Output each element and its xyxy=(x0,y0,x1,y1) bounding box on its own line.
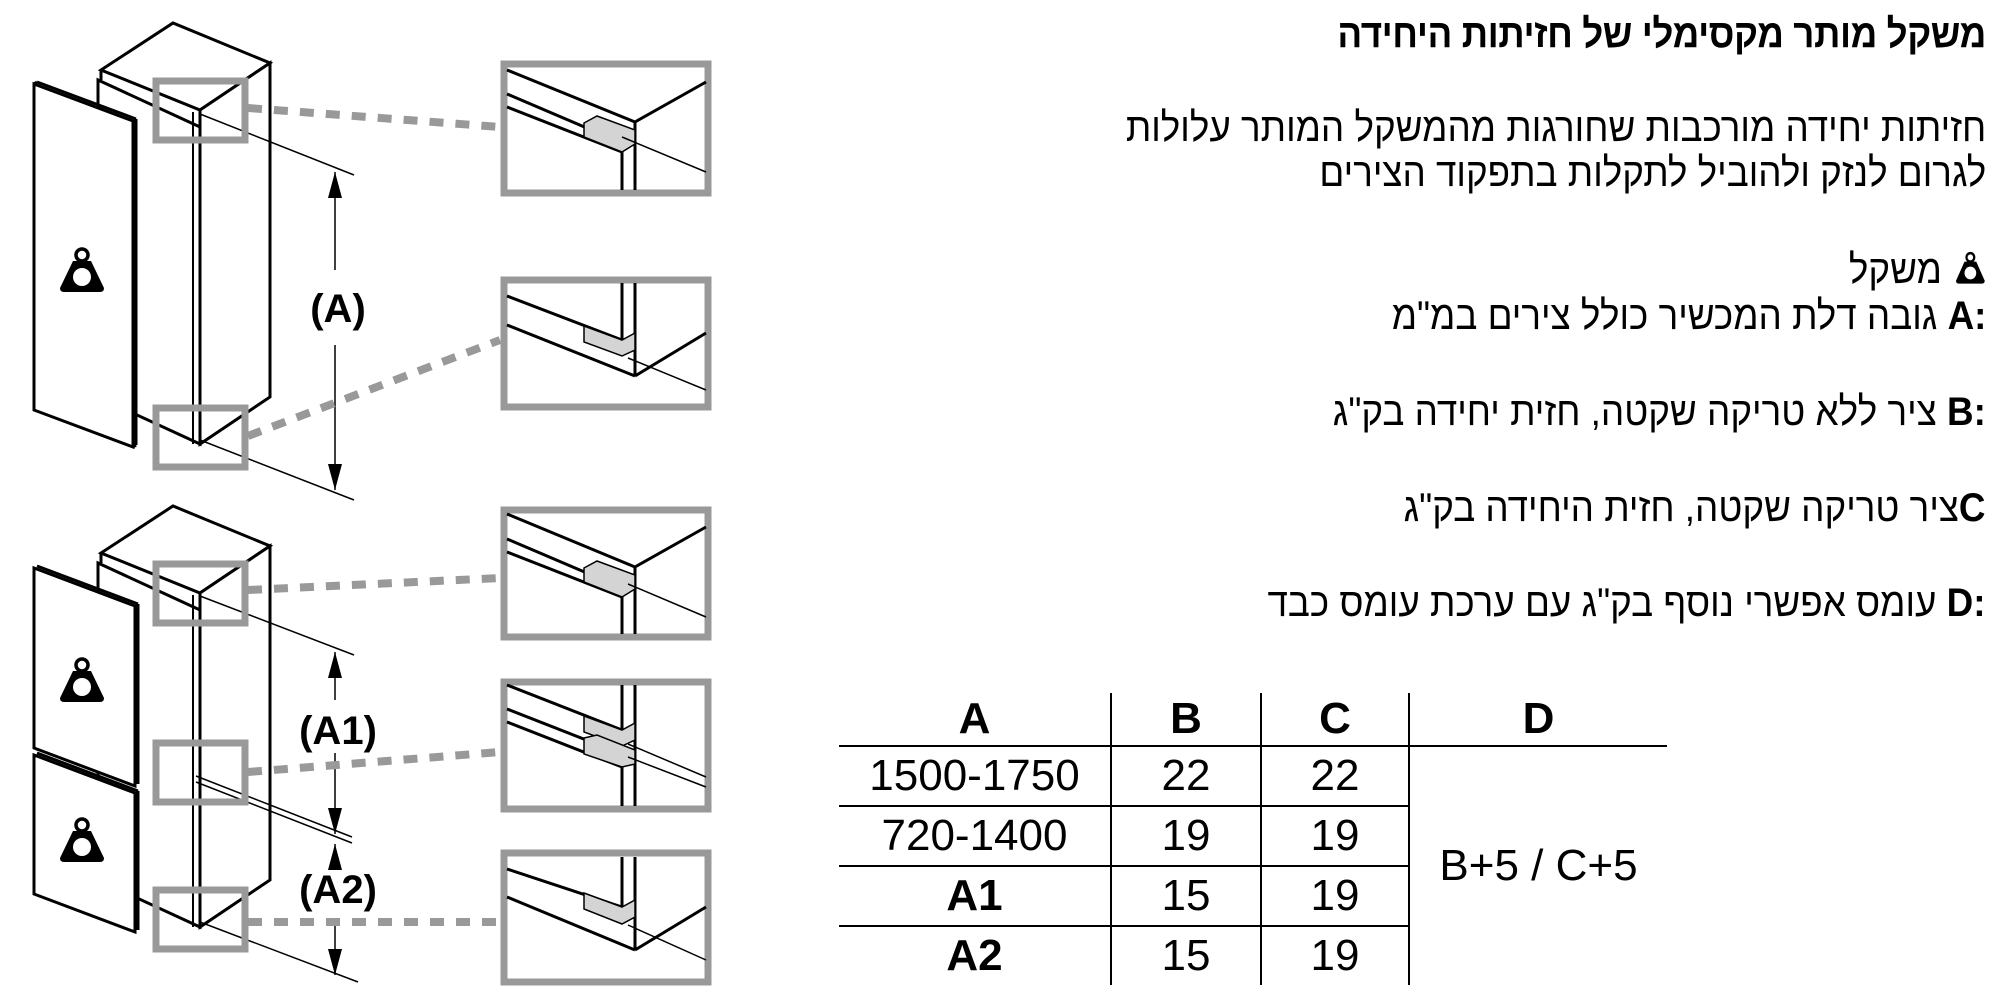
dimension-label-a: (A) xyxy=(310,287,366,331)
table-header-row: A B C D xyxy=(839,693,1667,747)
detail-top-hinge xyxy=(500,60,712,197)
cell-a: A1 xyxy=(839,866,1111,927)
legend-text-b: ציר ללא טריקה שקטה, חזית יחידה בק"ג xyxy=(1332,390,1937,434)
cell-a: 720-1400 xyxy=(839,806,1111,867)
legend-key-a: A: xyxy=(1947,294,1986,338)
table-row: 720-1400 19 19 xyxy=(839,806,1667,867)
cell-d: B+5 / C+5 xyxy=(1408,746,1667,985)
legend-text-d: עומס אפשרי נוסף בק"ג עם ערכת עומס כבד xyxy=(1267,581,1937,625)
cell-a: A2 xyxy=(946,931,1003,980)
legend-key-b: B: xyxy=(1947,390,1986,434)
callout-frame-bottom-hinge-2 xyxy=(152,886,249,953)
cell-c: 19 xyxy=(1260,806,1409,867)
legend-item-c: Cציר טריקה שקטה, חזית היחידה בק"ג xyxy=(1404,485,1986,531)
detail-bottom-hinge-2 xyxy=(500,849,712,986)
cell-b: 15 xyxy=(1110,866,1261,927)
hinge-weight-diagram: (A) (A1) (A2) xyxy=(32,21,712,986)
intro-line-1: חזיתות יחידה מורכבות שחורגות מהמשקל המות… xyxy=(1125,106,1986,150)
legend-key-d: D: xyxy=(1947,581,1986,625)
callout-frame-top-hinge xyxy=(152,77,249,144)
legend-weight: משקל xyxy=(1849,247,1986,293)
legend-item-d: D: עומס אפשרי נוסף בק"ג עם ערכת עומס כבד xyxy=(1268,580,1986,626)
detail-middle-hinges xyxy=(500,678,712,813)
col-header-c: C xyxy=(1260,693,1409,747)
legend-weight-label: משקל xyxy=(1848,248,1942,292)
table-row: 1500-1750 22 22 B+5 / C+5 xyxy=(839,746,1667,985)
page-title: משקל מותר מקסימלי של חזיתות היחידה xyxy=(1337,12,1987,56)
col-header-d: D xyxy=(1408,693,1667,747)
legend-text-a: גובה דלת המכשיר כולל צירים במ"מ xyxy=(1391,294,1937,338)
legend-key-c: C xyxy=(1959,486,1986,530)
legend-text-c: ציר טריקה שקטה, חזית היחידה בק"ג xyxy=(1404,486,1960,530)
detail-top-hinge-2 xyxy=(500,506,712,641)
callout-frame-top-hinge-2 xyxy=(152,560,249,627)
col-header-b: B xyxy=(1110,693,1261,747)
cell-c: 19 xyxy=(1260,866,1409,927)
detail-bottom-hinge xyxy=(500,276,712,411)
callout-frame-bottom-hinge xyxy=(152,404,249,471)
table-row: A2 15 19 xyxy=(839,926,1667,985)
cell-b: 22 xyxy=(1110,746,1261,807)
col-header-a: A xyxy=(839,693,1111,747)
double-door-unit xyxy=(32,504,274,935)
intro-line-2: לגרום לנזק ולהוביל לתקלות בתפקוד הצירים xyxy=(1319,151,1986,195)
cell-b: 19 xyxy=(1110,806,1261,867)
cell-c: 19 xyxy=(1260,926,1409,985)
single-door-unit xyxy=(32,21,274,450)
weight-spec-table: A B C D 1500-1750 22 22 B+5 / C+5 720-14… xyxy=(839,693,1667,985)
dimension-label-a2: (A2) xyxy=(299,868,377,912)
legend-item-b: B: ציר ללא טריקה שקטה, חזית יחידה בק"ג xyxy=(1333,389,1986,435)
dimension-label-a1: (A1) xyxy=(299,709,377,753)
callout-frame-middle-hinge xyxy=(152,739,249,806)
weight-icon xyxy=(1956,251,1985,284)
legend-item-a: A: גובה דלת המכשיר כולל צירים במ"מ xyxy=(1391,293,1986,339)
intro-paragraph: חזיתות יחידה מורכבות שחורגות מהמשקל המות… xyxy=(1126,106,1986,196)
cell-b: 15 xyxy=(1110,926,1261,985)
cell-c: 22 xyxy=(1260,746,1409,807)
table-row: A1 15 19 xyxy=(839,866,1667,927)
cell-a: 1500-1750 xyxy=(839,746,1111,807)
